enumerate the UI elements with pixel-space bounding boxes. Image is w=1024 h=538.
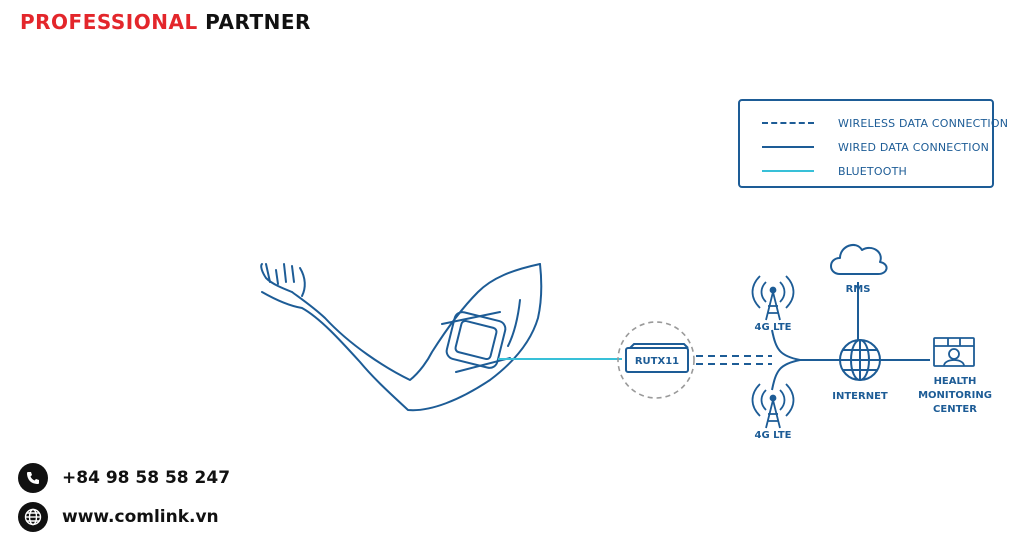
legend-label-wireless: WIRELESS DATA CONNECTION (838, 116, 1009, 130)
brand-part2: PARTNER (205, 10, 311, 34)
wired-connection-lines (771, 282, 930, 391)
contact-website: www.comlink.vn (18, 502, 219, 532)
contact-phone: +84 98 58 58 247 (18, 463, 230, 493)
health-label-line1: HEALTH (934, 376, 977, 387)
cloud-label: RMS (846, 284, 871, 295)
legend-item-wireless: WIRELESS DATA CONNECTION (762, 116, 1008, 130)
cell-tower-top-icon (751, 275, 795, 321)
legend-item-bluetooth: BLUETOOTH (762, 164, 907, 178)
globe-icon (839, 339, 881, 381)
health-label-line2: MONITORING (918, 390, 992, 401)
router-ring (617, 321, 695, 399)
phone-icon (18, 463, 48, 493)
arm-illustration (260, 263, 543, 412)
health-label-line3: CENTER (933, 404, 977, 415)
wireless-connection-lines (696, 355, 772, 365)
tower-top-label: 4G LTE (754, 322, 791, 333)
wireless-line-swatch (762, 122, 814, 124)
brand-part1: PROFESSIONAL (20, 10, 198, 34)
monitor-person-icon (933, 337, 975, 367)
legend-label-wired: WIRED DATA CONNECTION (838, 140, 989, 154)
legend: WIRELESS DATA CONNECTION WIRED DATA CONN… (738, 99, 1008, 188)
router-label: RUTX11 (635, 356, 679, 367)
wired-line-swatch (762, 146, 814, 148)
bluetooth-line-swatch (762, 170, 814, 172)
legend-item-wired: WIRED DATA CONNECTION (762, 140, 989, 154)
cell-tower-bottom-icon (751, 383, 795, 429)
legend-label-bluetooth: BLUETOOTH (838, 164, 907, 178)
phone-number[interactable]: +84 98 58 58 247 (62, 468, 231, 488)
internet-label: INTERNET (832, 391, 888, 402)
globe-web-icon (18, 502, 48, 532)
router-icon: RUTX11 (625, 343, 689, 373)
brand-title: PROFESSIONAL PARTNER (20, 10, 311, 34)
cloud-icon (830, 243, 888, 275)
website-link[interactable]: www.comlink.vn (62, 507, 219, 527)
tower-bottom-label: 4G LTE (754, 430, 791, 441)
